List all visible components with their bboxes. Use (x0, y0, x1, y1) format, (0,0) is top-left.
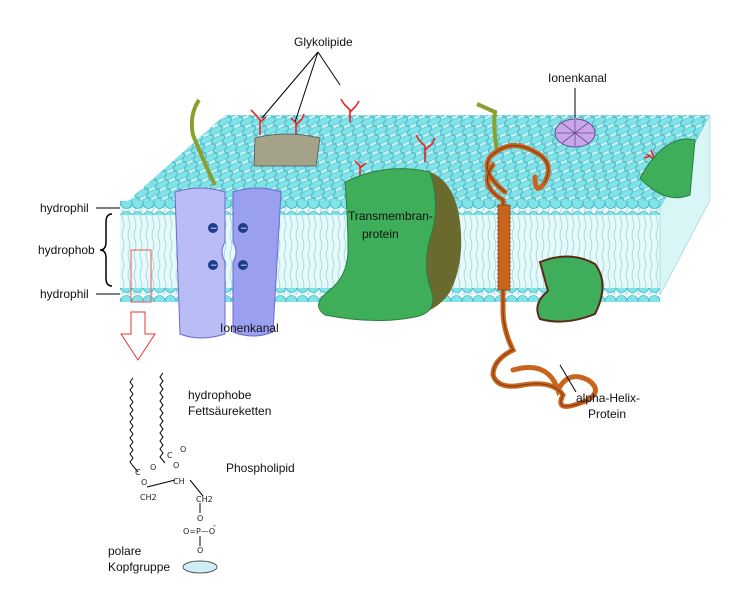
label-fatty-acid-2: Fettsäureketten (188, 404, 271, 418)
svg-text:O: O (197, 514, 203, 523)
sugar-icon (250, 109, 267, 135)
zoom-arrow-icon (120, 311, 156, 361)
ion-channel-left: − − − − (174, 187, 282, 339)
svg-text:−: − (240, 261, 248, 271)
svg-text:C: C (167, 451, 173, 460)
glycolipid-patch (253, 133, 321, 167)
alpha-helix-protein (484, 143, 598, 409)
svg-text:CH2: CH2 (196, 495, 213, 504)
label-hydrophob: hydrophob (38, 243, 95, 257)
label-hydrophil-bottom: hydrophil (40, 287, 89, 301)
label-transmembrane-1: Transmembran- (348, 209, 433, 223)
glycoprotein-stalk (189, 98, 217, 186)
transmembrane-protein (318, 168, 462, 322)
sugar-icon (340, 98, 360, 122)
svg-text:−: − (210, 261, 218, 271)
glycoprotein-stalk (476, 102, 499, 151)
fatty-acid-chain-left (129, 377, 139, 473)
label-ion-channel-bottom: Ionenkanal (220, 321, 279, 335)
phospholipid-highlight-box (130, 249, 152, 303)
label-transmembrane-2: protein (362, 227, 399, 241)
brace-icon (99, 213, 113, 287)
layer-labels: hydrophil hydrophob hydrophil (38, 201, 156, 361)
svg-text:C: C (135, 468, 141, 477)
svg-text:O: O (180, 445, 186, 454)
svg-text:O: O (197, 546, 203, 555)
svg-text:O: O (141, 478, 147, 487)
label-ion-channel-top: Ionenkanal (548, 71, 607, 85)
label-fatty-acid-1: hydrophobe (188, 388, 252, 402)
ion-channel-top (554, 118, 596, 148)
polar-head-group (182, 560, 218, 574)
label-alpha-helix-2: Protein (588, 407, 626, 421)
sugar-icon (290, 113, 305, 137)
label-phospholipid: Phospholipid (226, 461, 295, 475)
label-hydrophil-top: hydrophil (40, 201, 89, 215)
fatty-acid-chain-right (159, 372, 166, 464)
peripheral-protein (536, 255, 604, 323)
label-alpha-helix-1: alpha-Helix- (576, 391, 640, 405)
sugar-chains (250, 98, 662, 180)
label-glycolipids: Glykolipide (294, 35, 353, 49)
phospholipid-structure (129, 372, 218, 574)
glycolipid-pointers (261, 51, 341, 123)
sugar-icon (415, 134, 436, 162)
svg-text:-: - (213, 521, 216, 530)
edge-protein (639, 138, 696, 199)
svg-text:CH: CH (173, 477, 185, 486)
label-polar-head-1: polare (108, 544, 142, 558)
label-polar-head-2: Kopfgruppe (108, 560, 170, 574)
svg-text:CH2: CH2 (140, 493, 157, 502)
svg-text:−: − (210, 224, 218, 234)
svg-text:O: O (150, 463, 156, 472)
sugar-icon (643, 149, 662, 161)
svg-text:−: − (240, 224, 248, 234)
chemical-labels: C O O CH2 C O O CH CH2 O O=P—O - O (135, 445, 216, 555)
svg-text:O=P—O: O=P—O (183, 527, 215, 536)
svg-text:O: O (173, 461, 179, 470)
